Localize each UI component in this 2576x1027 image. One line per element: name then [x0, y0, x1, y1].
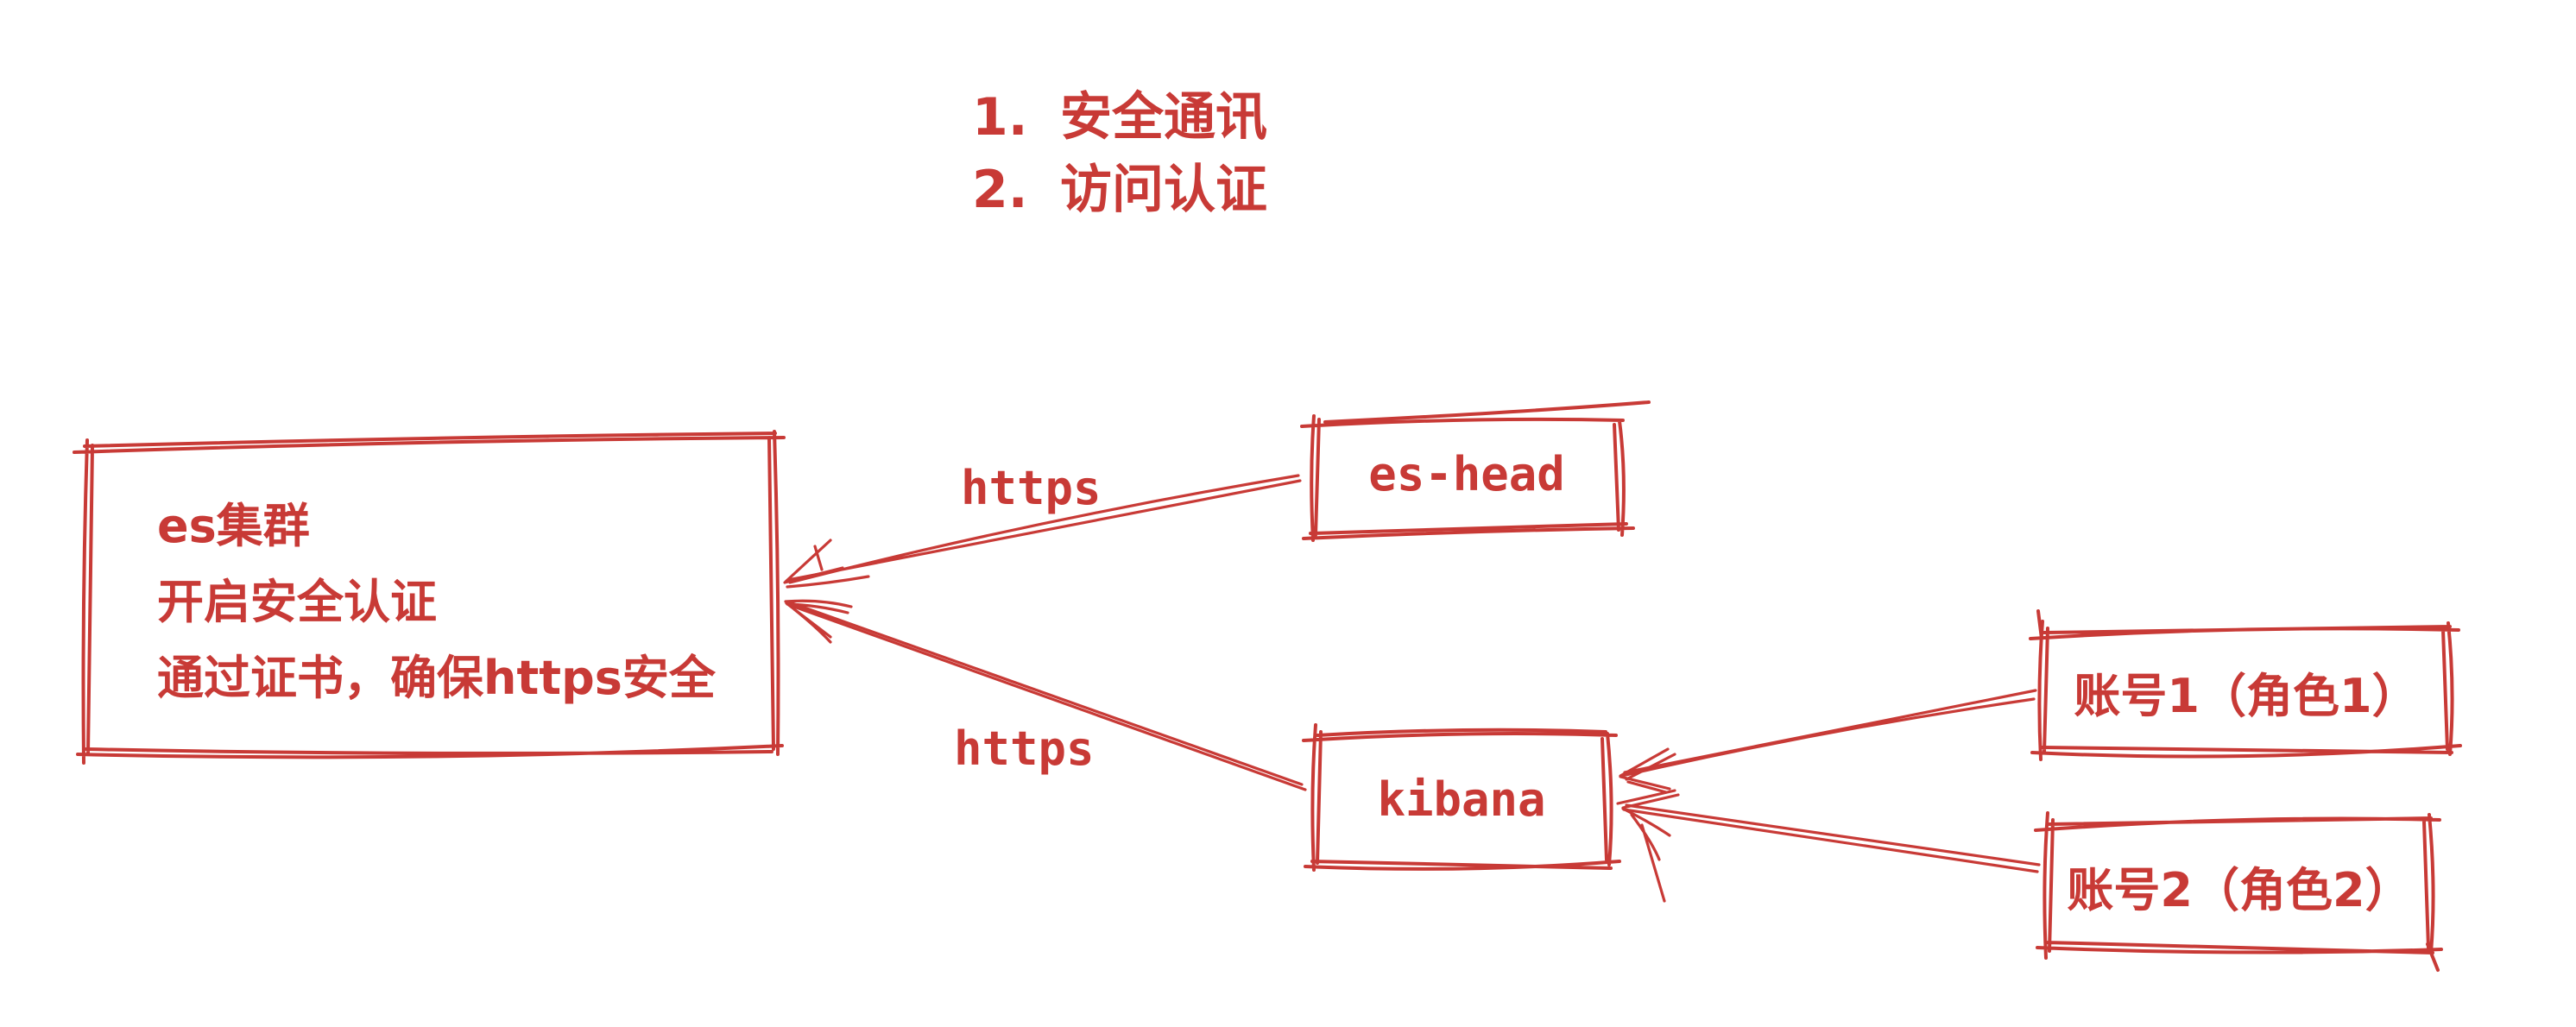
arrow-kibana-to-escluster [784, 599, 1307, 791]
account2-box [2034, 811, 2443, 972]
note-item: 2. 访问认证 [972, 154, 1267, 226]
es-cluster-text: es集群 开启安全认证 通过证书，确保https安全 [157, 488, 716, 716]
https-label-eshead: https [961, 461, 1102, 515]
arrow-eshead-to-escluster [783, 474, 1302, 589]
es-head-label: es-head [1368, 446, 1565, 501]
notes-list: 1. 安全通讯 2. 访问认证 [972, 81, 1267, 226]
account1-label: 账号1（角色1） [2074, 668, 2419, 723]
arrow-account1-to-kibana [1619, 689, 2037, 794]
arrow-account2-to-kibana [1616, 789, 2041, 903]
es-head-box [1300, 400, 1651, 542]
note-text: 安全通讯 [1060, 87, 1267, 148]
note-number: 1. [972, 87, 1028, 148]
es-cluster-line: 开启安全认证 [157, 575, 437, 629]
account2-label: 账号2（角色2） [2067, 863, 2412, 917]
note-number: 2. [972, 160, 1028, 220]
kibana-label: kibana [1377, 772, 1546, 827]
es-cluster-box [73, 430, 786, 765]
note-item: 1. 安全通讯 [972, 81, 1267, 154]
es-cluster-line: 通过证书，确保https安全 [157, 651, 716, 705]
account1-box [2029, 609, 2462, 761]
es-cluster-line: es集群 [157, 499, 310, 553]
kibana-box [1302, 723, 1621, 872]
https-label-kibana: https [954, 721, 1095, 776]
note-text: 访问认证 [1060, 160, 1267, 220]
